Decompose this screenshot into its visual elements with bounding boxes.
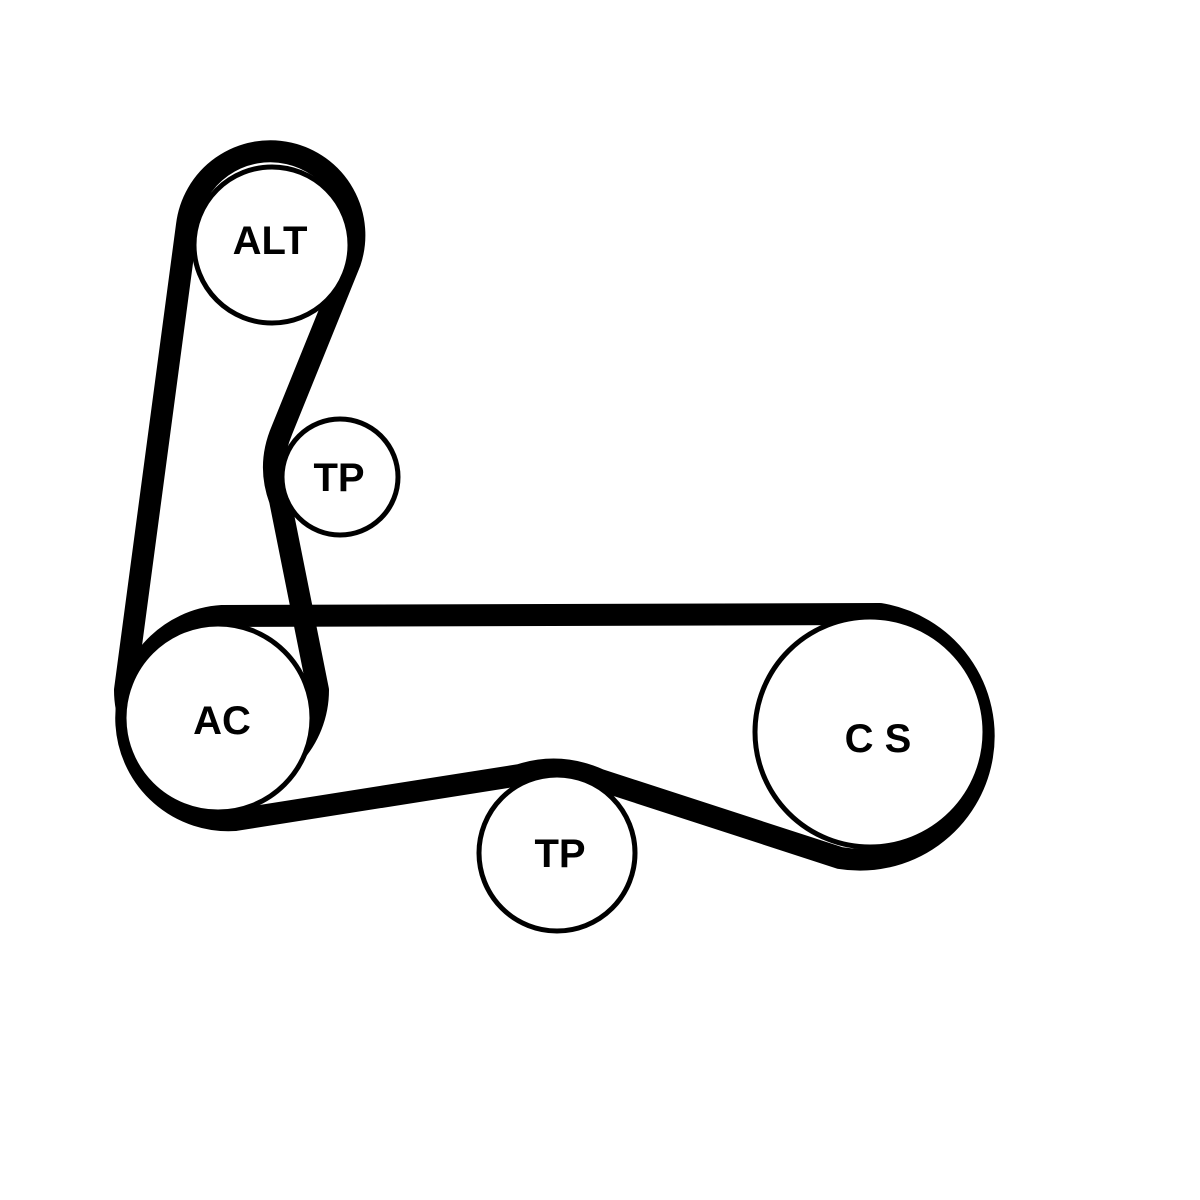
lower-tensioner-pulley: TP: [476, 772, 638, 934]
upper-tensioner-pulley: TP: [279, 416, 401, 538]
upper-tensioner-label: TP: [313, 456, 364, 500]
crankshaft-label: C S: [845, 717, 912, 761]
lower-tensioner-label: TP: [534, 832, 585, 876]
crankshaft-pulley: C S: [752, 614, 988, 850]
alternator-pulley: ALT: [191, 164, 353, 326]
ac-compressor-label: AC: [193, 699, 251, 743]
ac-compressor-pulley: AC: [121, 621, 315, 815]
alternator-label: ALT: [233, 219, 308, 263]
